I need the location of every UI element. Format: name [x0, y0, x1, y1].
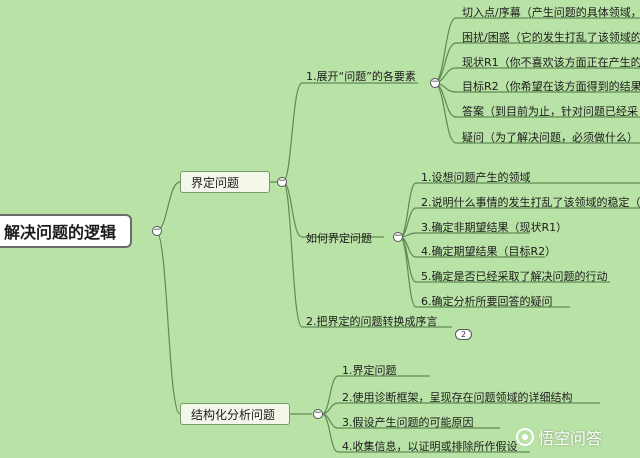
step-4[interactable]: 4.确定期望结果（目标R2）	[421, 245, 557, 258]
analysis-step-2[interactable]: 2.使用诊断框架，呈现存在问题领域的详细结构	[342, 391, 573, 404]
element-question[interactable]: 疑问（为了解决问题，必须做什么）	[462, 131, 638, 144]
wukong-logo-icon	[516, 428, 534, 446]
branch-structured-analysis[interactable]: 结构化分析问题	[180, 403, 290, 425]
topic-expand-elements-label: 1.展开“问题”的各要素	[306, 70, 416, 83]
topic-how-to-define[interactable]: 如何界定问题	[306, 230, 372, 246]
branch-define-problem[interactable]: 界定问题	[180, 171, 270, 193]
element-status-r1[interactable]: 现状R1（你不喜欢该方面正在产生的	[462, 56, 640, 69]
topic-how-to-define-label: 如何界定问题	[306, 232, 372, 245]
step-3[interactable]: 3.确定非期望结果（现状R1）	[421, 221, 568, 234]
topic-convert-to-preface-label: 2.把界定的问题转换成序言	[306, 315, 438, 328]
root-label: 解决问题的逻辑	[4, 223, 117, 242]
branch-structured-analysis-label: 结构化分析问题	[191, 407, 276, 422]
analysis-step-3[interactable]: 3.假设产生问题的可能原因	[342, 416, 474, 429]
watermark-text: 悟空问答	[538, 429, 603, 448]
collapsed-count-badge[interactable]: 2	[455, 329, 473, 340]
topic-expand-elements[interactable]: 1.展开“问题”的各要素	[306, 68, 416, 84]
root-node[interactable]: 解决问题的逻辑	[0, 214, 132, 248]
collapse-toggle-expand-elements[interactable]: −	[430, 77, 440, 88]
watermark: 悟空问答	[516, 425, 602, 449]
element-trouble[interactable]: 困扰/困惑（它的发生打乱了该领域的	[462, 31, 640, 44]
element-goal-r2[interactable]: 目标R2（你希望在该方面得到的结果	[462, 80, 640, 93]
branch-define-problem-label: 界定问题	[191, 175, 240, 190]
step-2[interactable]: 2.说明什么事情的发生打乱了该领域的稳定（	[421, 196, 640, 209]
step-1[interactable]: 1.设想问题产生的领域	[421, 171, 531, 184]
element-entry-point[interactable]: 切入点/序幕（产生问题的具体领域，	[462, 6, 640, 19]
collapse-toggle-root[interactable]: −	[152, 225, 162, 236]
analysis-step-1[interactable]: 1.界定问题	[342, 364, 397, 377]
step-5[interactable]: 5.确定是否已经采取了解决问题的行动	[421, 270, 608, 283]
topic-convert-to-preface[interactable]: 2.把界定的问题转换成序言	[306, 313, 438, 329]
collapse-toggle-structured-analysis[interactable]: −	[313, 408, 323, 419]
step-6[interactable]: 6.确定分析所要回答的疑问	[421, 295, 553, 308]
analysis-step-4[interactable]: 4.收集信息，以证明或排除所作假设	[342, 440, 518, 453]
element-answer[interactable]: 答案（到目前为止，针对问题已经采	[462, 105, 638, 118]
collapse-toggle-define-problem[interactable]: −	[277, 176, 287, 187]
collapse-toggle-how-to-define[interactable]: −	[393, 231, 403, 242]
